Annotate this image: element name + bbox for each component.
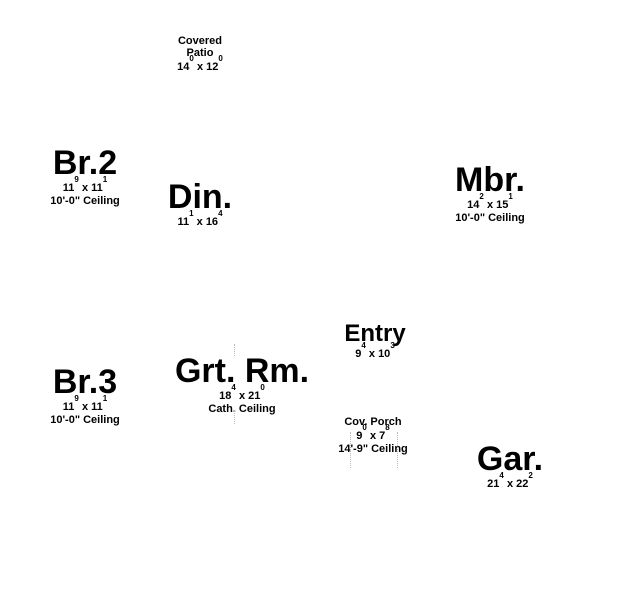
ceiling-note: 10'-0" Ceiling [50,195,120,207]
room-dimensions: 94 x 103 [355,341,395,361]
room-dimensions: 140 x 120 [177,54,223,74]
room-dining: Din. 111 x 164 [150,180,250,229]
room-name: Entry [344,320,406,347]
room-garage: Gar. 214 x 222 [465,442,555,491]
wall-mark [350,432,351,468]
room-dimensions: 184 x 210 [219,383,265,403]
wall-mark [234,344,235,356]
room-name-line2: Patio [186,47,214,59]
room-dimensions: 119 x 111 [62,394,108,414]
room-dimensions: 142 x 151 [467,192,513,212]
wall-mark [397,432,398,468]
wall-mark [234,410,235,424]
room-br2: Br.2 119 x 111 10'-0" Ceiling [35,146,135,208]
ceiling-note: 14'-9" Ceiling [338,443,408,455]
room-name-line1: Covered [177,35,223,47]
room-name: Grt. Rm. [174,352,310,390]
room-master-bedroom: Mbr. 142 x 151 10'-0" Ceiling [435,163,545,225]
room-name: Gar. [476,440,544,478]
ceiling-note: 10'-0" Ceiling [50,414,120,426]
room-dimensions: 214 x 222 [487,471,533,491]
room-name: Cov. Porch [344,416,402,428]
room-name: Br.2 [52,144,118,182]
room-name: Mbr. [455,161,525,199]
room-br3: Br.3 119 x 111 10'-0" Ceiling [35,365,135,427]
ceiling-note: Cath. Ceiling [208,403,276,415]
room-dimensions: 90 x 78 [356,423,390,443]
room-name: Br.3 [52,363,118,401]
room-name: Din. [167,178,233,216]
room-covered-porch: Cov. Porch 90 x 78 14'-9" Ceiling [328,416,418,456]
room-great-room: Grt. Rm. 184 x 210 Cath. Ceiling [170,354,314,416]
ceiling-note: 10'-0" Ceiling [455,212,525,224]
room-dimensions: 111 x 164 [177,209,223,229]
room-entry: Entry 94 x 103 [335,322,415,361]
room-dimensions: 119 x 111 [62,175,108,195]
room-covered-patio: Covered Patio 140 x 120 [160,35,240,74]
